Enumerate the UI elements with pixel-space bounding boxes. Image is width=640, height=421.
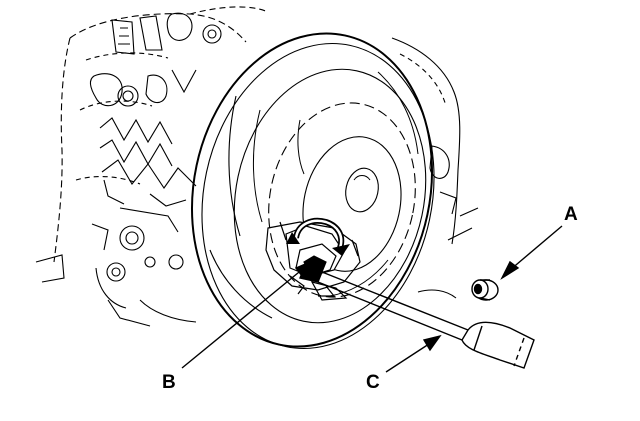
callout-label-b: B xyxy=(162,372,176,393)
callout-label-a: A xyxy=(564,204,578,225)
housing-edge xyxy=(391,37,479,299)
drive-plate xyxy=(190,32,435,350)
callout-label-c: C xyxy=(366,372,380,393)
engine-block xyxy=(35,6,269,327)
plug-cap xyxy=(471,279,499,301)
screwdriver-tool xyxy=(299,267,535,369)
leader-lines xyxy=(181,225,563,373)
rotation-arrows-icon xyxy=(286,217,350,256)
access-hole-bolt xyxy=(265,221,361,301)
